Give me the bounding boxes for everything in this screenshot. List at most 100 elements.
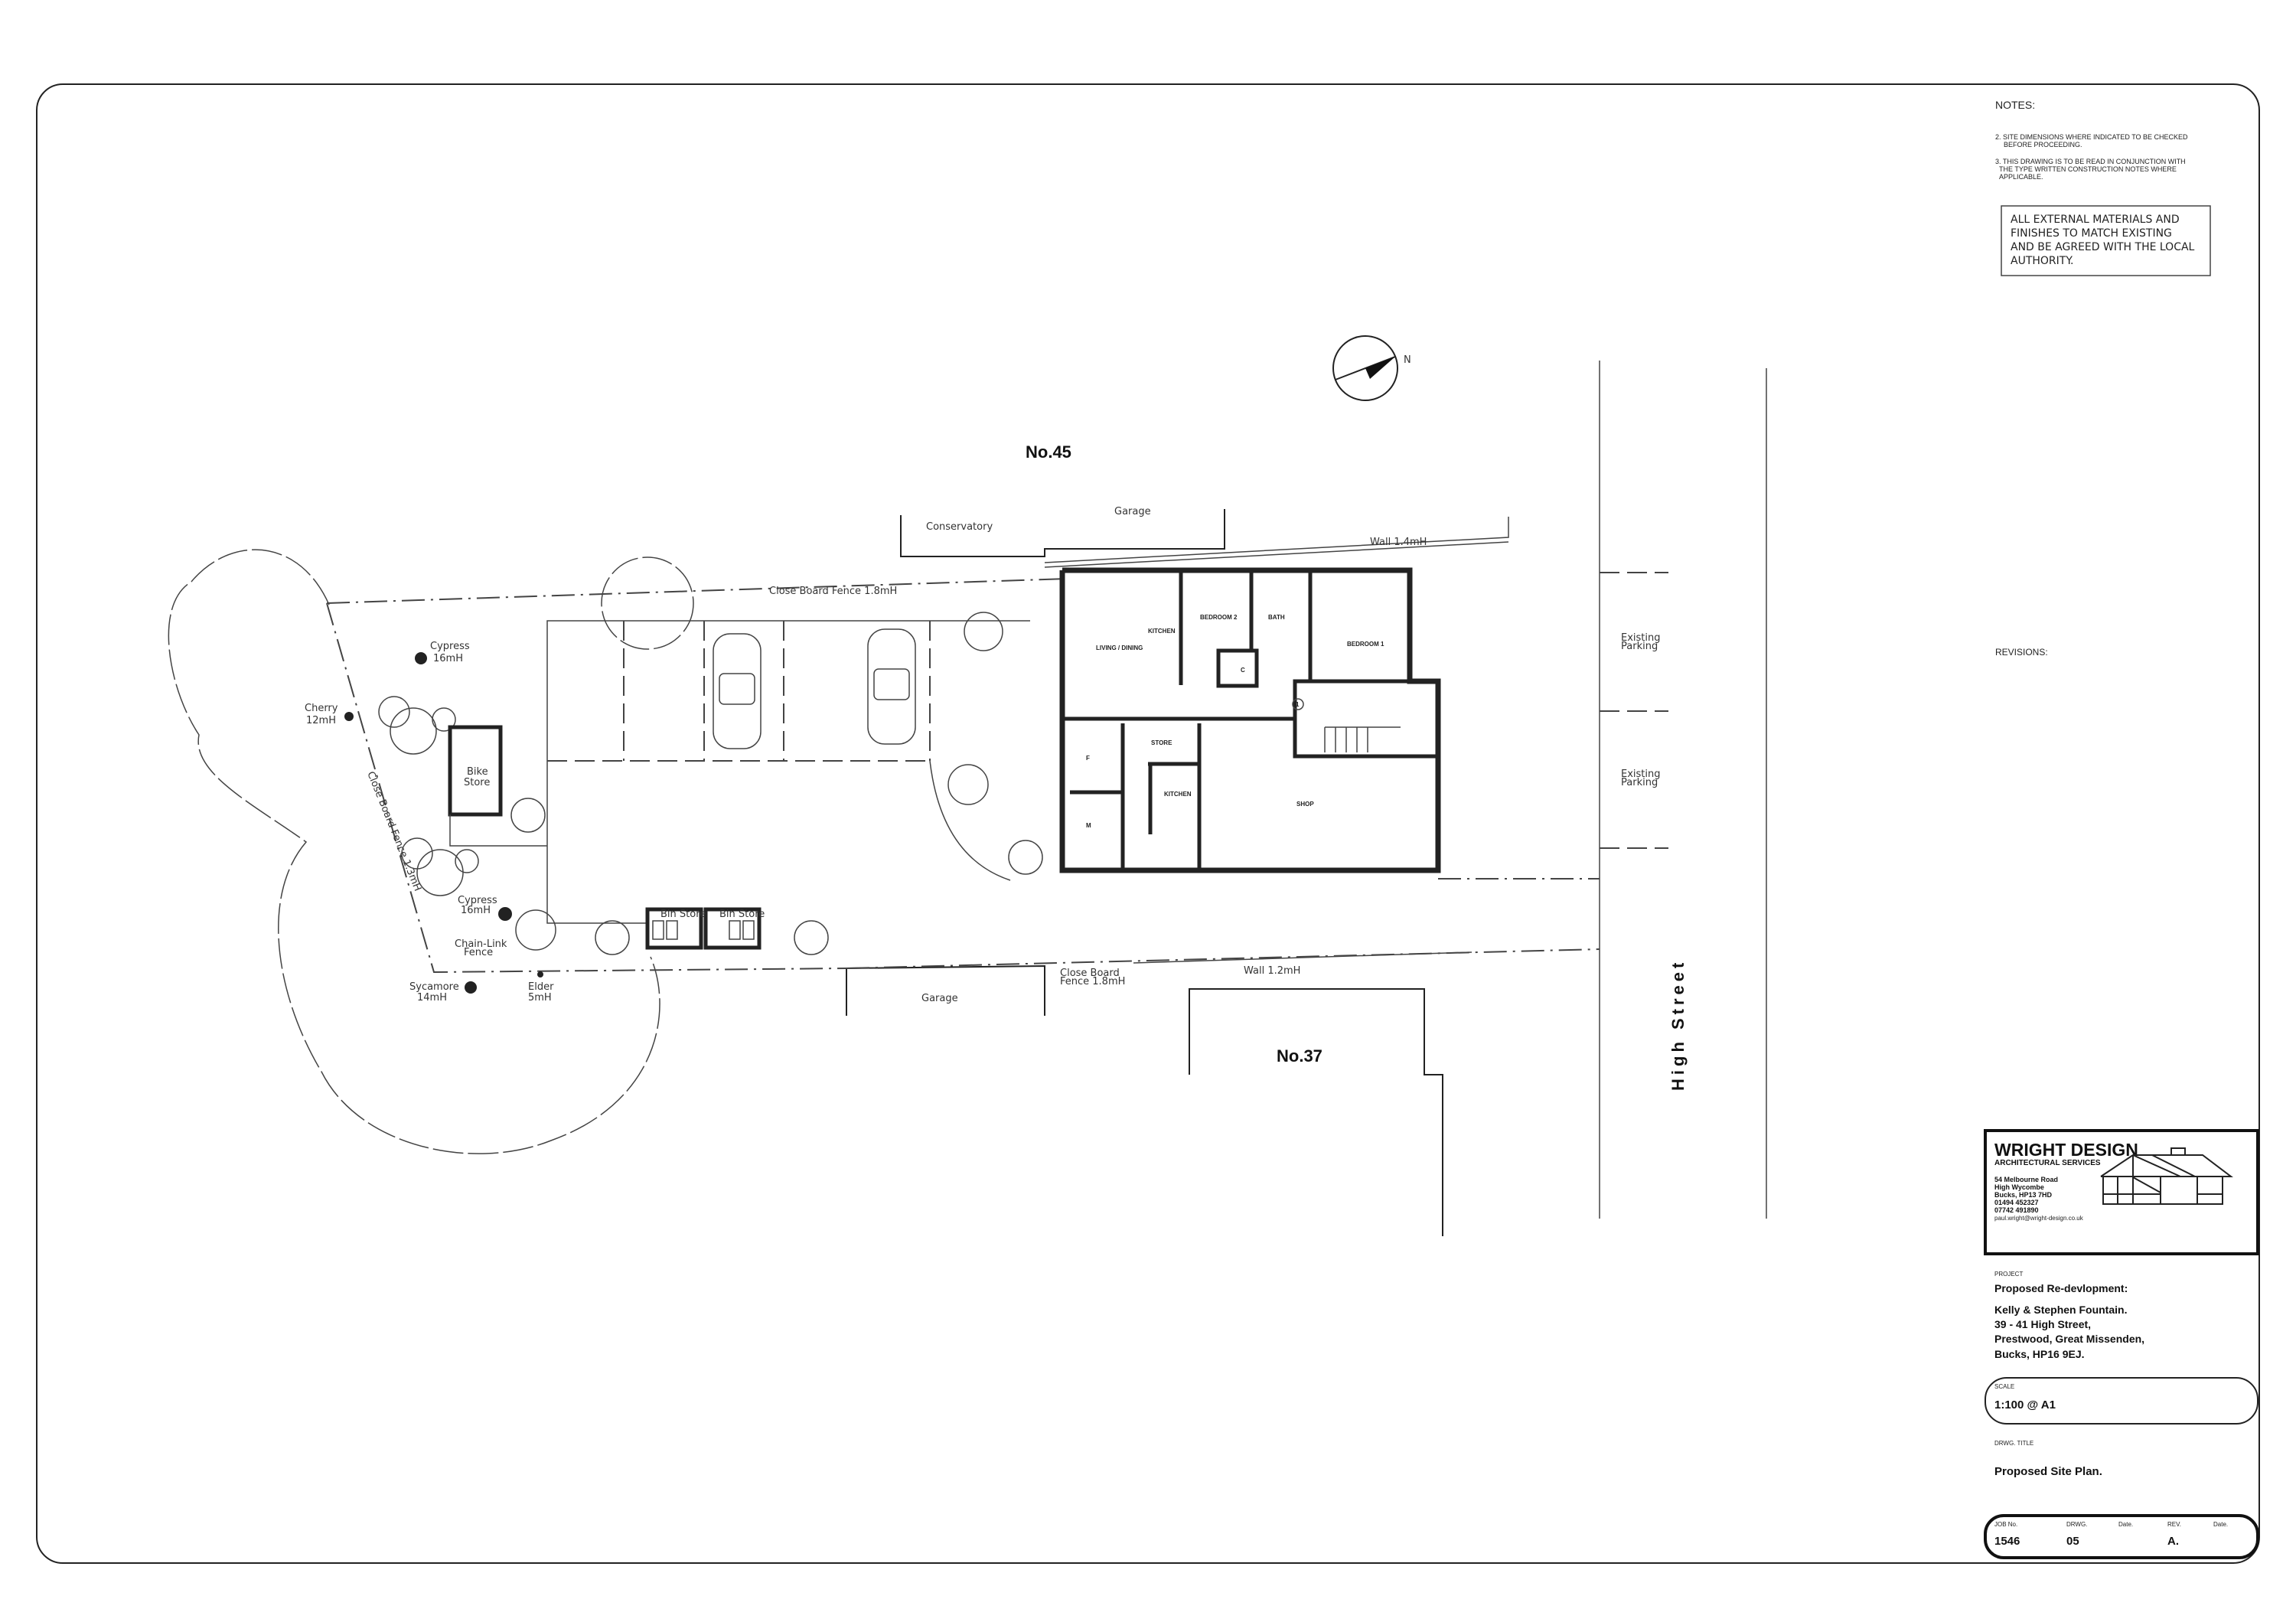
existing-parking-label: Existing [1621,769,1661,780]
room-cupboard: C [1241,667,1245,674]
note-2-line-1: 2. SITE DIMENSIONS WHERE INDICATED TO BE… [1995,133,2188,141]
high-street: Existing Parking Existing Parking High S… [1599,361,1767,1219]
room-shop: SHOP [1296,801,1314,808]
room-kitchen-shop: KITCHEN [1164,791,1192,798]
fence-bottom-label: Fence 1.8mH [1060,976,1125,987]
project-title: Proposed Re-devlopment: [1994,1282,2128,1294]
drawing-title: Proposed Site Plan. [1994,1465,2102,1478]
room-bath: BATH [1268,614,1285,621]
materials-note-line: AND BE AGREED WITH THE LOCAL [2011,241,2195,253]
firm-address: 54 Melbourne Road [1994,1176,2058,1183]
bin-store-label: Bin Store [660,909,706,920]
sheet-border [36,83,2260,1564]
job-number: 1546 [1994,1535,2020,1548]
existing-parking-label: Parking [1621,641,1658,652]
note-3-line-2: THE TYPE WRITTEN CONSTRUCTION NOTES WHER… [1999,165,2177,173]
firm-name: WRIGHT DESIGN [1994,1140,2138,1160]
boundary-left [326,602,847,974]
existing-parking-label: Existing [1621,632,1661,644]
notes-section: NOTES: 2. SITE DIMENSIONS WHERE INDICATE… [1995,99,2211,658]
room-bedroom-1: BEDROOM 1 [1347,641,1384,648]
revisions-heading: REVISIONS: [1995,647,2048,658]
parking-area [546,620,1030,924]
project-address: Prestwood, Great Missenden, [1994,1333,2144,1345]
project-label: PROJECT [1994,1271,2023,1278]
tree-height: 12mH [306,715,336,726]
project-address: 39 - 41 High Street, [1994,1318,2091,1330]
neighbour-no37: No.37 [1277,1046,1322,1066]
building-floor-plan: 1 LIVING / DINING KITCHEN BEDROOM 2 BATH… [1059,567,1441,873]
tree-name: Cypress [458,895,497,906]
tree-height: 14mH [417,992,447,1004]
firm-address: Bucks, HP13 7HD [1994,1191,2053,1199]
materials-note-line: FINISHES TO MATCH EXISTING [2011,227,2172,240]
house-logo-icon [2100,1147,2233,1205]
conservatory-label: Conservatory [926,521,993,533]
note-3-line-1: 3. THIS DRAWING IS TO BE READ IN CONJUNC… [1995,158,2186,165]
room-bedroom-2: BEDROOM 2 [1200,614,1238,621]
drawing-header: DRWG. [2066,1521,2087,1528]
fence-top [326,578,1068,604]
fence-left-label: Close Board Fence 1.3mH [364,770,423,893]
car-icon [867,628,916,745]
garage-label: Garage [1114,506,1151,517]
room-wc-m: M [1086,822,1091,829]
drawing-number: 05 [2066,1535,2079,1548]
note-2-line-2: BEFORE PROCEEDING. [2004,141,2082,148]
revision: A. [2167,1535,2179,1548]
notes-heading: NOTES: [1995,99,2035,111]
materials-note-line: AUTHORITY. [2011,255,2074,267]
wall-top [1044,517,1509,563]
garage-label: Garage [921,993,958,1004]
north-arrow-icon: N [1332,335,1411,401]
bike-store-label: Store [464,777,490,788]
firm-email: paul.wright@wright-design.co.uk [1994,1215,2084,1222]
tree-dot-icon [498,907,512,921]
car-icon [713,633,762,749]
scale-label: SCALE [1994,1383,2014,1390]
scale-value: 1:100 @ A1 [1994,1398,2056,1411]
tree-name: Cherry [305,703,338,714]
garage-outline [846,964,1045,1016]
bin-store: Bin Store Bin Store [645,907,765,950]
rev-date-header: Date. [2213,1521,2228,1528]
no45-outline [900,509,1225,557]
bike-store [448,725,503,817]
tree-name: Cypress [430,641,470,652]
scale-box [1985,1377,2258,1425]
firm-phone: 01494 452327 [1994,1199,2039,1206]
date-header: Date. [2118,1521,2133,1528]
tree-canopy-icon [168,549,694,1154]
chain-link-label: Chain-Link [455,938,507,950]
tree-name: Sycamore [409,981,459,993]
drawing-title-label: DRWG. TITLE [1994,1440,2033,1447]
tree-height: 16mH [461,905,491,916]
room-store: STORE [1151,739,1172,746]
tree-dot-icon [465,981,477,994]
wall-bottom [1133,951,1473,964]
firm-mobile: 07742 491890 [1994,1206,2039,1214]
room-living-dining: LIVING / DINING [1096,645,1143,651]
firm-address: High Wycombe [1994,1183,2044,1191]
bike-store-label: Bike [467,766,488,778]
existing-parking-label: Parking [1621,777,1658,788]
door-ref-label: 1 [1296,701,1300,708]
firm-box [1984,1129,2259,1255]
tree-dot-icon [415,652,427,664]
street-name: High Street [1668,959,1688,1091]
door-ref-icon [1292,698,1304,710]
materials-note-line: ALL EXTERNAL MATERIALS AND [2011,214,2180,226]
job-box [1984,1514,2259,1559]
neighbour-no45: No.45 [1026,442,1071,462]
north-label: N [1404,354,1411,366]
room-wc-f: F [1086,755,1090,762]
note-3-line-3: APPLICABLE. [1999,173,2043,181]
fence-top-label: Close Board Fence 1.8mH [769,586,897,597]
wall-top-label: Wall 1.4mH [1370,537,1427,548]
title-block: WRIGHT DESIGN ARCHITECTURAL SERVICES 54 … [1984,1129,2259,1559]
job-header: JOB No. [1994,1521,2017,1528]
bin-store-label: Bin Store [719,909,765,920]
shrub-icon [378,612,1043,955]
project-client: Kelly & Stephen Fountain. [1994,1304,2127,1316]
